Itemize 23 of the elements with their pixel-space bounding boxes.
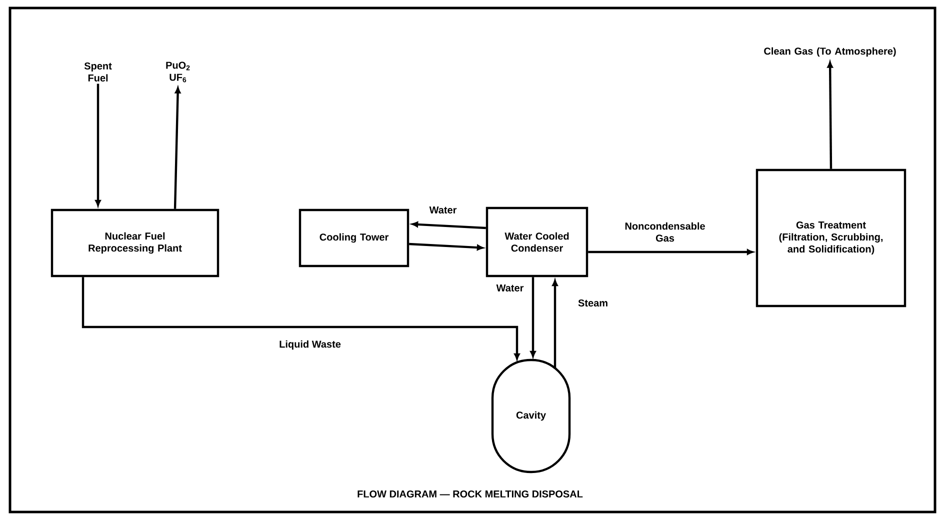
stream-label: Clean Gas (To Atmosphere) xyxy=(764,47,896,57)
stream-label: Spent Fuel xyxy=(84,62,112,82)
flow-arrow xyxy=(530,277,536,358)
flow-arrow xyxy=(409,242,484,250)
edge-label: Water xyxy=(429,206,457,214)
process-box: Nuclear Fuel Reprocessing Plant xyxy=(50,208,220,278)
stream-label: PuO$_{2}$ UF$_{6}$ xyxy=(166,62,190,82)
flow-arrow xyxy=(552,280,558,368)
flow-arrow xyxy=(588,249,754,255)
process-box: Cooling Tower xyxy=(298,208,410,268)
caption: FLOW DIAGRAM — ROCK MELTING DISPOSAL xyxy=(358,490,583,498)
edge-label: Noncondensable Gas xyxy=(625,222,705,242)
edge-label: Steam xyxy=(578,299,608,307)
edge-label: Water xyxy=(496,284,524,292)
cavity-capsule: Cavity xyxy=(491,358,571,474)
flow-arrow xyxy=(95,84,101,206)
process-box: Water Cooled Condenser xyxy=(486,206,588,278)
flow-arrow xyxy=(827,62,833,169)
edge-label: Liquid Waste xyxy=(280,340,341,350)
process-box: Gas Treatment (Filtration, Scrubbing, and Solidification) xyxy=(756,168,906,308)
flow-arrow xyxy=(412,222,486,230)
flow-arrow xyxy=(174,87,181,209)
flow-arrow xyxy=(82,277,520,360)
